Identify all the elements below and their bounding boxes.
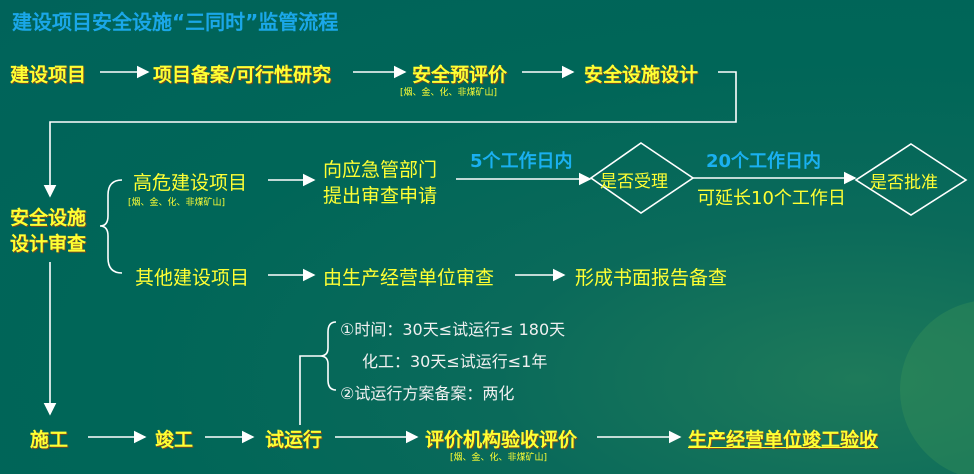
node-final-acceptance: 生产经营单位竣工验收 (688, 429, 879, 451)
node-self-review: 由生产经营单位审查 (323, 267, 495, 289)
trial-note-filing: ②试运行方案备案：两化 (340, 384, 515, 403)
trial-note-chemical: 化工：30天≤试运行≤1年 (362, 352, 548, 371)
label-5-days: 5个工作日内 (470, 151, 573, 172)
decision-diamond (854, 143, 968, 216)
node-filing-feasibility: 项目备案/可行性研究 (153, 64, 331, 86)
node-scope-note: [烟、金、化、非煤矿山] (400, 88, 498, 98)
label-20-days: 20个工作日内 (706, 151, 822, 172)
node-scope-note: [烟、金、化、非煤矿山] (128, 198, 226, 208)
page-title: 建设项目安全设施“三同时”监管流程 (12, 10, 339, 34)
node-design-review-1: 安全设施 (10, 207, 87, 229)
node-pre-evaluation: 安全预评价 (412, 64, 508, 86)
node-completion: 竣工 (155, 429, 194, 451)
node-design-review-2: 设计审查 (10, 233, 87, 255)
node-trial-run: 试运行 (265, 429, 323, 451)
node-construction: 施工 (30, 429, 69, 451)
node-other-project: 其他建设项目 (135, 267, 250, 289)
decision-approve: 是否批准 (870, 173, 938, 193)
node-scope-note: [烟、金、化、非煤矿山] (450, 453, 548, 463)
node-submit-2: 提出审查申请 (323, 185, 438, 207)
trial-note-time: ①时间：30天≤试运行≤ 180天 (340, 320, 566, 339)
node-construction-project: 建设项目 (10, 64, 87, 86)
node-written-report: 形成书面报告备查 (575, 267, 728, 289)
connector (299, 355, 320, 425)
node-safety-design: 安全设施设计 (584, 64, 699, 86)
node-submit-1: 向应急管部门 (323, 159, 438, 181)
label-extend: 可延长10个工作日 (697, 188, 846, 209)
node-high-risk: 高危建设项目 (133, 172, 248, 194)
brace (319, 321, 337, 391)
arrow (43, 71, 737, 198)
decision-diamond (589, 142, 695, 214)
brace (99, 179, 123, 274)
node-acceptance-evaluation: 评价机构验收评价 (425, 429, 578, 451)
decision-accept: 是否受理 (600, 172, 668, 192)
